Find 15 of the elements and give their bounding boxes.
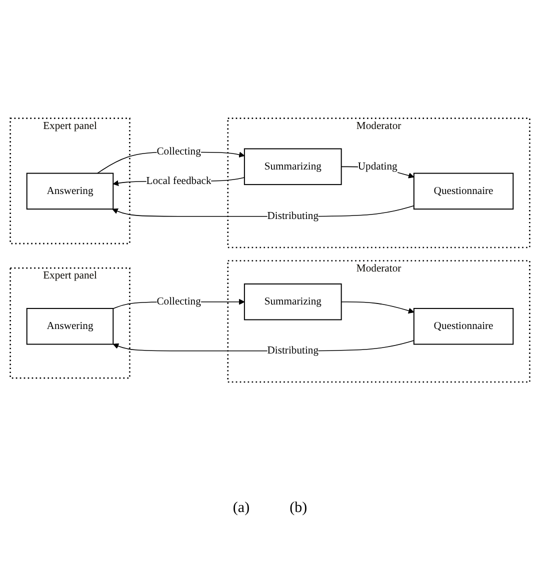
node-box: Summarizing bbox=[244, 283, 342, 320]
node-box: Answering bbox=[26, 308, 114, 345]
edge-label: Distributing bbox=[267, 344, 319, 356]
edge-label: Distributing bbox=[267, 210, 319, 222]
node-box: Summarizing bbox=[244, 148, 342, 185]
edge-label: Collecting bbox=[156, 296, 201, 307]
edge-label: Local feedback bbox=[146, 175, 212, 186]
edge-label: Collecting bbox=[156, 146, 201, 158]
node-box: Answering bbox=[26, 172, 114, 210]
node-box: Questionnaire bbox=[413, 172, 514, 210]
edge-label: Updating bbox=[358, 160, 398, 172]
node-box: Questionnaire bbox=[413, 308, 514, 345]
panel-caption: (a) bbox=[232, 500, 250, 517]
arrow bbox=[340, 301, 414, 314]
panel-caption: (b) bbox=[290, 500, 308, 517]
